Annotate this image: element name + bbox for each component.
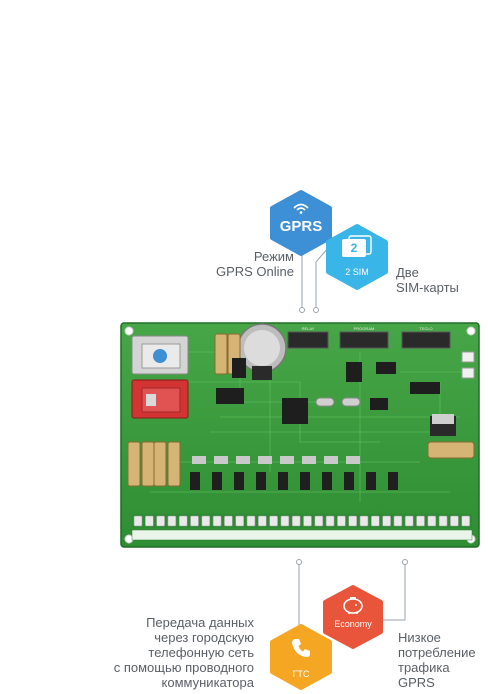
gprs-badge: GPRS — [268, 190, 334, 256]
terminal-screw — [201, 515, 211, 527]
economy-label: Economy — [334, 619, 372, 629]
caption-gprs-mode: Режим GPRS Online — [215, 249, 294, 279]
wifi-icon — [293, 203, 309, 214]
two-sim-badge: 2 2 SIM — [324, 224, 390, 290]
terminal-screw — [144, 515, 154, 527]
economy-badge: Economy — [321, 585, 385, 649]
terminal-screw — [404, 515, 414, 527]
gts-label: ГТС — [292, 669, 310, 679]
mcu-chip — [282, 398, 308, 424]
terminal-screw — [190, 515, 199, 527]
terminal-screw — [212, 515, 222, 527]
sim-number: 2 — [350, 241, 358, 255]
terminal-screw — [303, 515, 312, 527]
gts-badge: ГТС — [268, 624, 334, 690]
terminal-screw — [258, 515, 267, 527]
terminal-screw — [359, 515, 369, 527]
caption-low-traffic: Низкое потребление трафика GPRS — [398, 630, 476, 690]
svg-text:TECLO: TECLO — [419, 326, 432, 331]
terminal-screw — [382, 515, 391, 527]
terminal-screw — [371, 515, 380, 527]
circuit-board: RELAY PROGRAM TECLO — [120, 322, 480, 548]
sim-card-icon — [342, 235, 372, 257]
piggy-bank-icon — [343, 597, 363, 614]
terminal-screw — [461, 515, 471, 527]
two-sim-label: 2 SIM — [345, 267, 369, 277]
terminal-screw — [235, 515, 244, 527]
terminal-screw — [246, 515, 256, 527]
terminal-screw — [224, 515, 233, 527]
terminal-screw — [133, 515, 143, 527]
terminal-screw — [167, 515, 177, 527]
terminal-screw — [280, 515, 290, 527]
terminal-screw — [450, 515, 459, 527]
terminal-screw — [438, 515, 448, 527]
terminal-screw — [427, 515, 437, 527]
terminal-screw — [325, 515, 335, 527]
terminal-screw — [178, 515, 188, 527]
phone-icon — [292, 639, 310, 657]
svg-text:PROGRAM: PROGRAM — [354, 326, 375, 331]
terminal-screw — [416, 515, 425, 527]
gprs-label: GPRS — [279, 218, 323, 235]
terminal-screw — [291, 515, 301, 527]
terminal-screw — [314, 515, 324, 527]
caption-data-transfer: Передача данных через городскую телефонн… — [113, 615, 254, 690]
terminal-screw — [337, 515, 346, 527]
terminal-screw — [269, 515, 278, 527]
svg-text:RELAY: RELAY — [302, 326, 315, 331]
caption-two-sim: Две SIM-карты — [396, 265, 459, 295]
terminal-screw — [156, 515, 165, 527]
terminal-screw — [348, 515, 357, 527]
terminal-screw — [393, 515, 403, 527]
